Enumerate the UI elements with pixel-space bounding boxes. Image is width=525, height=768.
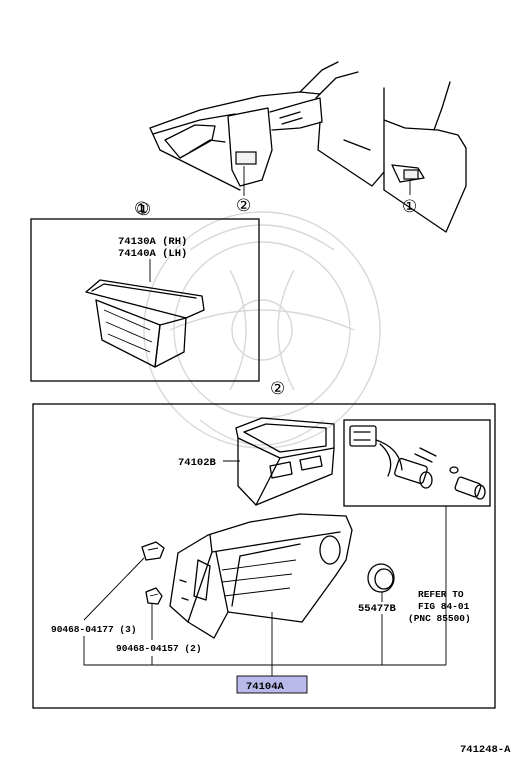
- main-box-drawing: [169, 513, 353, 639]
- callout-ref1-right: ①: [402, 197, 417, 217]
- label-74102b: 74102B: [178, 457, 217, 469]
- side-pocket-drawing: [85, 279, 205, 368]
- label-90468-04157: 90468-04157 (2): [116, 643, 202, 654]
- label-90468-04177: 90468-04177 (3): [51, 624, 137, 635]
- label-74130a: 74130A (RH): [118, 236, 187, 248]
- clip-upper-drawing: [141, 541, 165, 561]
- label-74104a[interactable]: 74104A: [246, 681, 285, 693]
- socket-inset-drawing: [349, 425, 486, 665]
- label-55477b: 55477B: [358, 603, 397, 615]
- clip-lower-drawing: [145, 587, 163, 605]
- bezel-ring-drawing: [367, 563, 395, 593]
- refer-note-line2: FIG 84-01: [418, 601, 470, 612]
- socket-inset-frame: [343, 419, 491, 507]
- callout-ref2-top: ②: [236, 196, 251, 216]
- refer-note-line1: REFER TO: [418, 589, 464, 600]
- callout-ref2-box: ②: [270, 379, 285, 399]
- box2-frame: [32, 403, 496, 709]
- refer-note-line3: (PNC 85500): [408, 613, 471, 624]
- figure-code: 741248-A: [460, 744, 511, 756]
- label-74140a: 74140A (LH): [118, 248, 187, 260]
- callout-ref1-box: ①: [136, 200, 151, 220]
- assembly-leader-lines: [83, 612, 446, 677]
- box1-frame: [30, 218, 260, 382]
- upper-box-drawing: [235, 417, 335, 506]
- callout-ref1-top: ①: [134, 199, 149, 219]
- assembly-highlight: [236, 675, 308, 694]
- dashboard-overview: [149, 61, 467, 233]
